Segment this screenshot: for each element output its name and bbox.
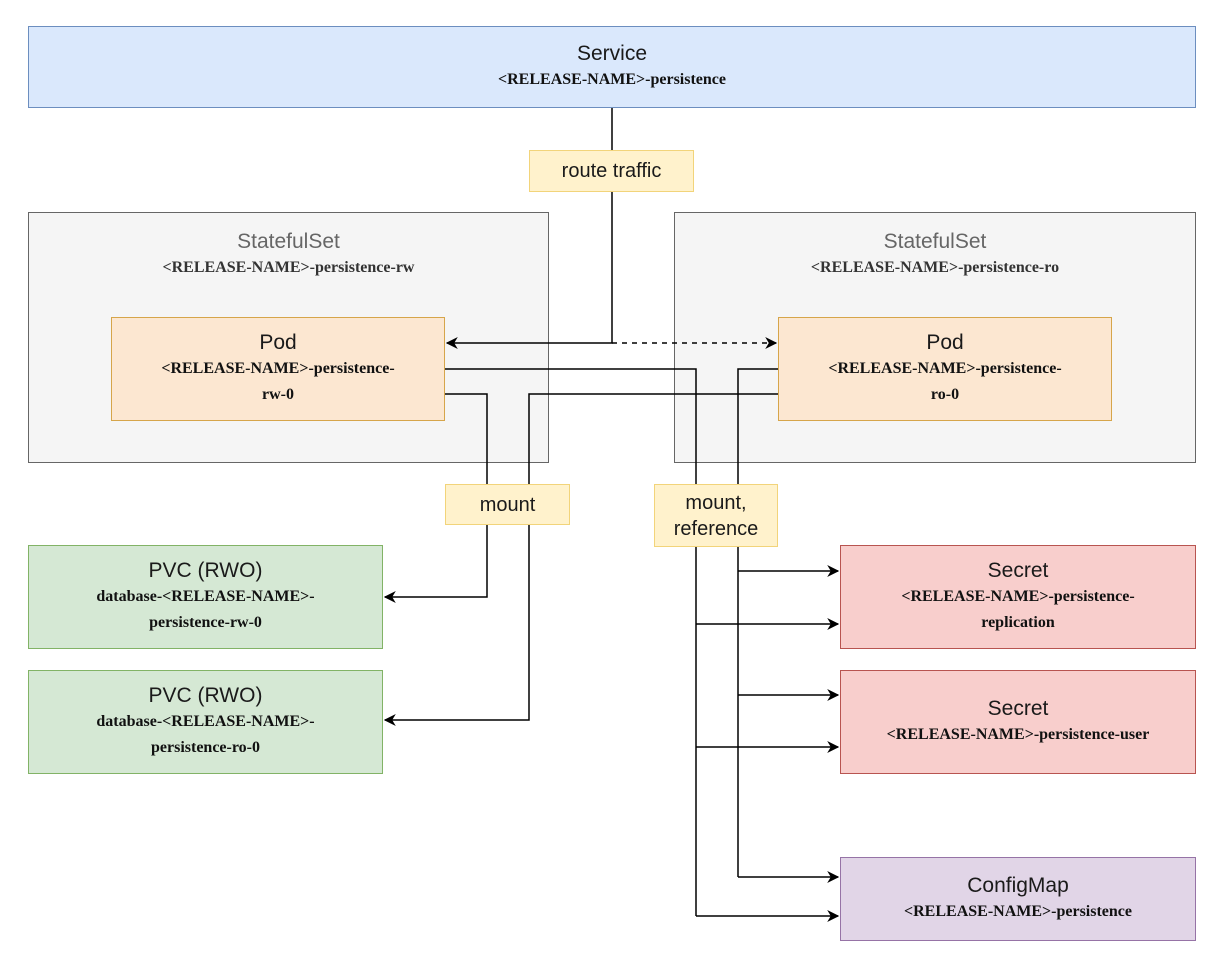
pod-ro-node[interactable]: Pod <RELEASE-NAME>-persistence- ro-0 [778, 317, 1112, 421]
pod-rw-name-line1: <RELEASE-NAME>-persistence- [161, 360, 395, 377]
pvc-rw-title: PVC (RWO) [148, 559, 263, 582]
configmap-node[interactable]: ConfigMap <RELEASE-NAME>-persistence [840, 857, 1196, 941]
service-name: <RELEASE-NAME>-persistence [498, 71, 726, 88]
pod-ro-name-line2: ro-0 [930, 386, 960, 403]
pod-ro-to-pvc-ro-edge [383, 393, 778, 726]
pod-rw-node[interactable]: Pod <RELEASE-NAME>-persistence- rw-0 [111, 317, 445, 421]
statefulset-rw-name: <RELEASE-NAME>-persistence-rw [162, 259, 415, 276]
secret-replication-name-line1: <RELEASE-NAME>-persistence- [901, 588, 1135, 605]
pod-ro-name-line1: <RELEASE-NAME>-persistence- [828, 360, 1062, 377]
statefulset-ro-title: StatefulSet [883, 230, 987, 253]
secret-user-node[interactable]: Secret <RELEASE-NAME>-persistence-user [840, 670, 1196, 774]
configmap-title: ConfigMap [967, 874, 1069, 897]
service-node[interactable]: Service <RELEASE-NAME>-persistence [28, 26, 1196, 108]
service-title: Service [576, 42, 648, 65]
secret-replication-node[interactable]: Secret <RELEASE-NAME>-persistence- repli… [840, 545, 1196, 649]
mount-label: mount [445, 484, 570, 525]
mount-reference-label-line2: reference [673, 517, 759, 540]
configmap-name: <RELEASE-NAME>-persistence [904, 903, 1132, 920]
pod-ro-title: Pod [926, 331, 964, 354]
secret-replication-title: Secret [987, 559, 1049, 582]
pvc-ro-title: PVC (RWO) [148, 684, 263, 707]
pod-rw-reference-bus [445, 368, 697, 916]
statefulset-rw-title: StatefulSet [237, 230, 340, 253]
secret-replication-name-line2: replication [981, 614, 1055, 631]
mount-label-text: mount [479, 493, 536, 516]
pod-rw-title: Pod [259, 331, 297, 354]
route-traffic-label: route traffic [529, 150, 694, 192]
secret-user-name: <RELEASE-NAME>-persistence-user [886, 726, 1150, 743]
pvc-rw-name-line1: database-<RELEASE-NAME>- [96, 588, 315, 605]
route-traffic-label-text: route traffic [561, 160, 662, 182]
mount-reference-label: mount, reference [654, 484, 778, 547]
pvc-ro-name-line2: persistence-ro-0 [151, 739, 260, 756]
pvc-ro-name-line1: database-<RELEASE-NAME>- [96, 713, 315, 730]
pvc-rw-name-line2: persistence-rw-0 [149, 614, 262, 631]
statefulset-ro-name: <RELEASE-NAME>-persistence-ro [810, 259, 1060, 276]
pvc-rw-node[interactable]: PVC (RWO) database-<RELEASE-NAME>- persi… [28, 545, 383, 649]
secret-user-title: Secret [987, 697, 1049, 720]
pod-ro-reference-bus [737, 368, 778, 877]
route-traffic-edge [445, 108, 613, 349]
pod-rw-name-line2: rw-0 [262, 386, 294, 403]
pvc-ro-node[interactable]: PVC (RWO) database-<RELEASE-NAME>- persi… [28, 670, 383, 774]
mount-reference-label-line1: mount, [685, 491, 747, 514]
